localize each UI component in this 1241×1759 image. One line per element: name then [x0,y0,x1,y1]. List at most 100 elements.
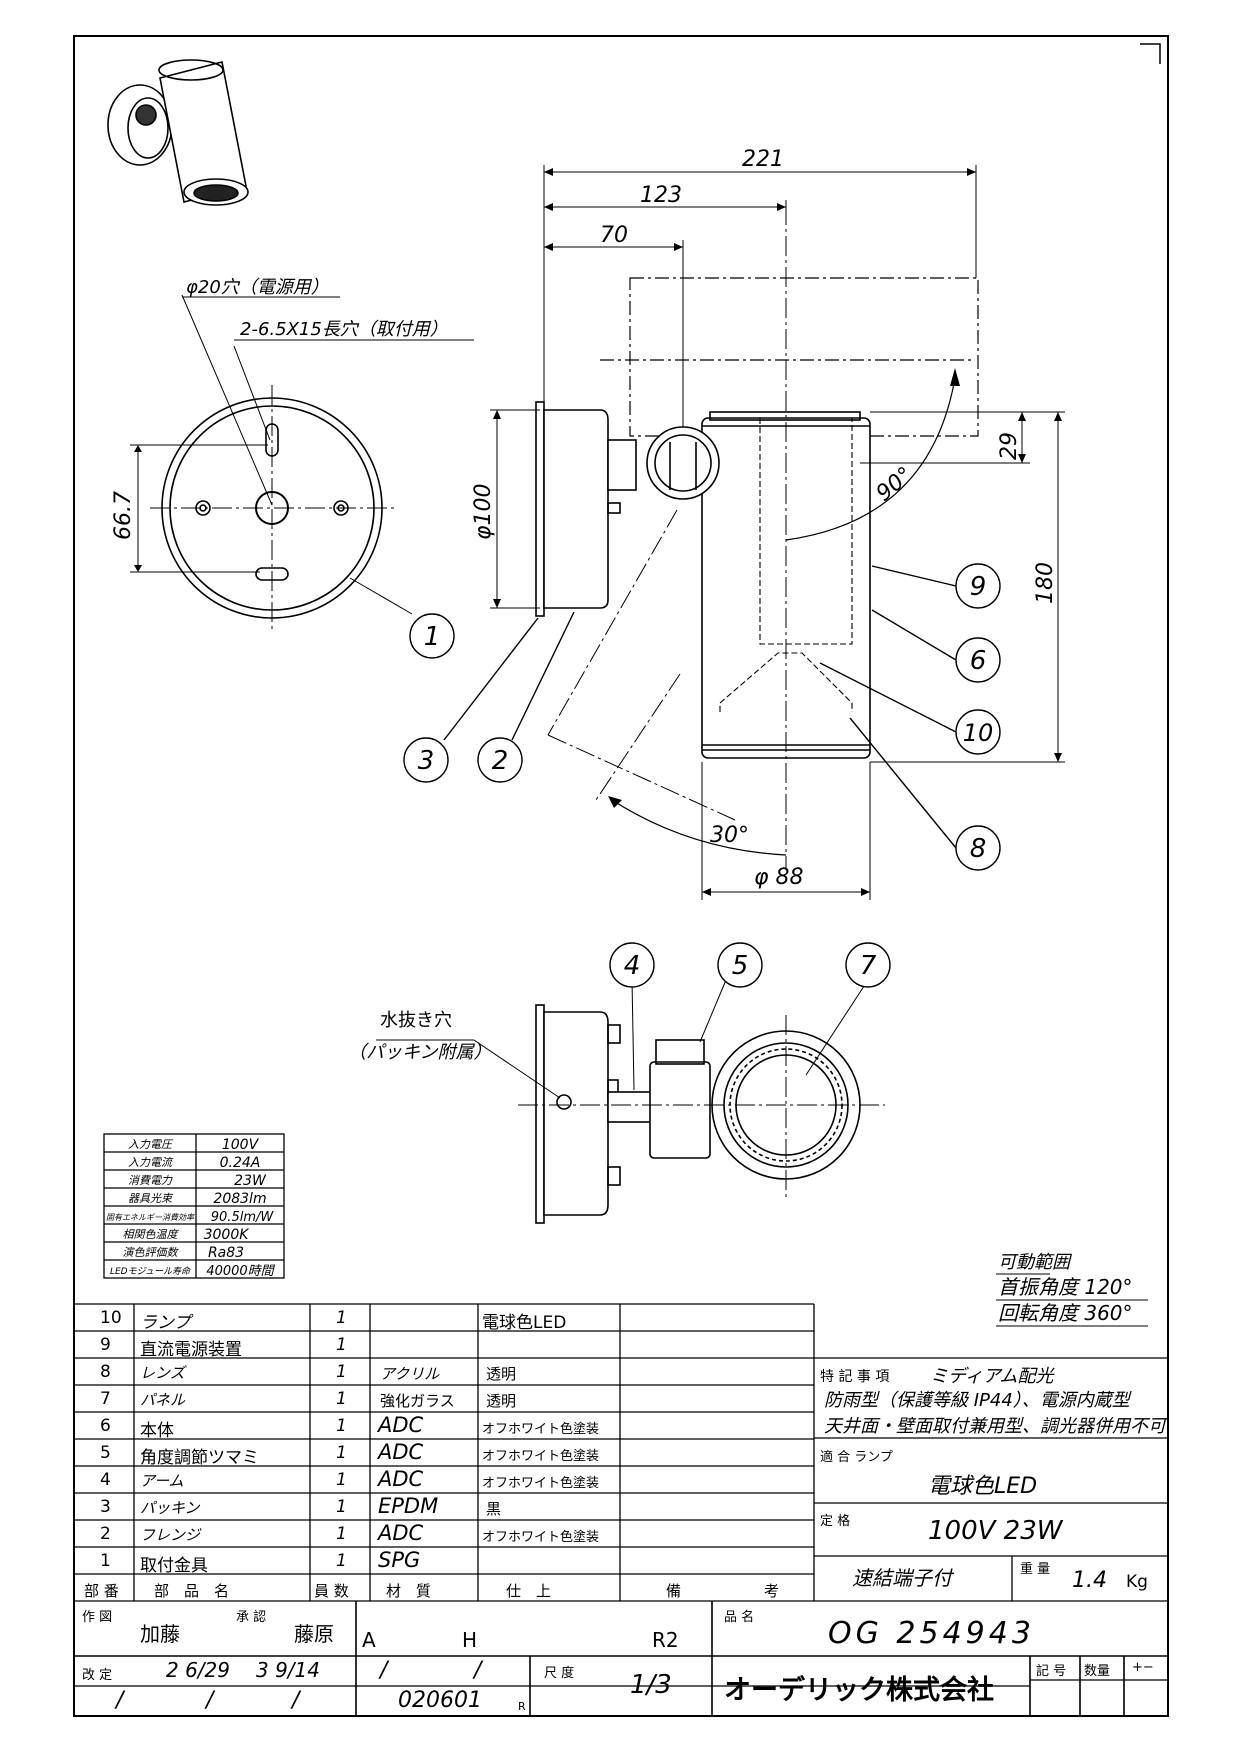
weight-unit: Kg [1126,1572,1148,1592]
part-no: 9 [100,1335,111,1355]
part-mat: EPDM [378,1494,439,1518]
part-mat: アクリル [380,1365,440,1383]
header-note-2: 考 [764,1582,780,1600]
balloon-8: 8 [970,834,987,864]
part-mat: SPG [378,1548,421,1572]
parts-table [74,1303,1168,1602]
part-finish: 黒 [486,1500,502,1518]
parts-row-2: 2 フレンジ 1 ADC オフホワイト色塗装 [74,1520,814,1547]
part-name: パネル [140,1391,186,1409]
spec-key-2: 消費電力 [128,1174,173,1187]
part-finish: 透明 [486,1365,517,1383]
header-mat: 材 質 [386,1582,432,1600]
balloon-7: 7 [860,951,877,981]
dim-180: 180 [1033,562,1058,604]
spec-val-4: 90.5lm/W [211,1210,275,1225]
balloon-9: 9 [970,572,987,602]
spec-table-text: 入力電圧 100V 入力電流 0.24A 消費電力 23W 器具光束 2083l… [106,1137,276,1279]
plusminus-label: +− [1132,1660,1154,1675]
drawing-code-r: R [518,1700,526,1713]
part-no: 6 [100,1416,111,1436]
balloon-4: 4 [624,951,641,981]
weight-value: 1.4 [1072,1568,1107,1593]
balloon-6: 6 [970,646,987,676]
lamp-label: 適 合 ランプ [820,1450,893,1465]
hole-mount-label: 2-6.5X15長穴（取付用） [240,319,448,340]
part-qty: 1 [336,1362,347,1382]
part-qty: 1 [336,1551,347,1571]
revision-2: 3 9/14 [256,1658,320,1682]
spec-key-1: 入力電流 [128,1156,174,1169]
notes-line-3: 天井面・壁面取付兼用型、調光器併用不可 [824,1416,1166,1437]
company-name: オーデリック株式会社 [724,1675,994,1706]
drawing-code: 020601 [398,1688,482,1713]
motion-swing: 首振角度 120° [998,1275,1133,1299]
revision-1: 2 6/29 [166,1658,230,1682]
balloon-labels: 1 2 3 4 5 6 7 8 9 10 [418,572,994,981]
parts-row-5: 5 角度調節ツマミ 1 ADC オフホワイト色塗装 [74,1439,814,1468]
dim-123: 123 [640,183,682,208]
header-finish: 仕 上 [506,1582,552,1600]
part-no: 3 [100,1497,111,1517]
balloon-3: 3 [418,746,435,776]
part-name: アーム [140,1472,184,1490]
header-name: 部 品 名 [154,1582,230,1600]
part-mat: 強化ガラス [380,1392,455,1410]
motion-range: 可動範囲 首振角度 120° 回転角度 360° [998,1252,1133,1325]
header-no: 部 番 [84,1582,119,1600]
drain-label-1: 水抜き穴 [380,1010,452,1031]
part-no: 7 [100,1389,111,1409]
spec-val-7: 40000時間 [206,1264,275,1279]
sheet-border [73,35,1169,1717]
symbol-label: 記 号 [1036,1664,1067,1679]
part-qty: 1 [336,1524,347,1544]
notes-line-2: 防雨型（保護等級 IP44）、電源内蔵型 [824,1390,1130,1411]
rating-label: 定 格 [820,1514,851,1529]
header-qty: 員 数 [314,1582,349,1600]
quantity-label: 数量 [1084,1664,1111,1679]
drawer-name: 加藤 [140,1622,180,1646]
part-name: ランプ [140,1313,191,1333]
part-mat: ADC [378,1521,424,1545]
part-no: 1 [100,1551,111,1571]
motion-rotate: 回転角度 360° [998,1301,1133,1325]
spec-key-6: 演色評価数 [123,1246,180,1259]
part-no: 8 [100,1362,111,1382]
approve-label: 承 認 [236,1610,267,1625]
part-name: 取付金具 [140,1556,208,1576]
motion-title: 可動範囲 [998,1252,1073,1273]
part-finish: オフホワイト色塗装 [482,1449,600,1464]
parts-row-1: 1 取付金具 1 SPG [74,1547,814,1576]
part-qty: 1 [336,1416,347,1436]
approver-name: 藤原 [294,1622,334,1646]
part-finish: 電球色LED [482,1313,567,1333]
spec-val-6: Ra83 [208,1245,244,1261]
part-qty: 1 [336,1470,347,1490]
part-qty: 1 [336,1389,347,1409]
revision-label: 改 定 [82,1668,113,1683]
code-a: A [362,1628,376,1652]
draw-label: 作 図 [82,1610,113,1625]
revision-slash-4: / [206,1688,214,1713]
corner-mark [1140,43,1161,64]
part-no: 5 [100,1443,111,1463]
code-h: H [462,1628,478,1652]
part-no: 10 [100,1308,122,1328]
spec-val-2: 23W [234,1173,267,1189]
parts-row-3: 3 パッキン 1 EPDM 黒 [74,1493,814,1520]
scale-value: 1/3 [630,1670,672,1700]
balloon-10: 10 [963,719,994,747]
header-note-1: 備 [666,1582,682,1600]
revision-slash-2: / [474,1658,482,1683]
part-name: 直流電源装置 [140,1340,242,1360]
part-no: 4 [100,1470,111,1490]
dim-66-7: 66.7 [111,491,136,540]
revision-slash-3: / [116,1688,124,1713]
code-r2: R2 [652,1628,679,1652]
part-mat: ADC [378,1440,424,1464]
parts-row-6: 6 本体 1 ADC オフホワイト色塗装 [74,1412,814,1441]
weight-label: 重 量 [1020,1562,1051,1577]
lamp-value: 電球色LED [928,1474,1038,1499]
title-block [74,1601,1168,1716]
part-qty: 1 [336,1335,347,1355]
